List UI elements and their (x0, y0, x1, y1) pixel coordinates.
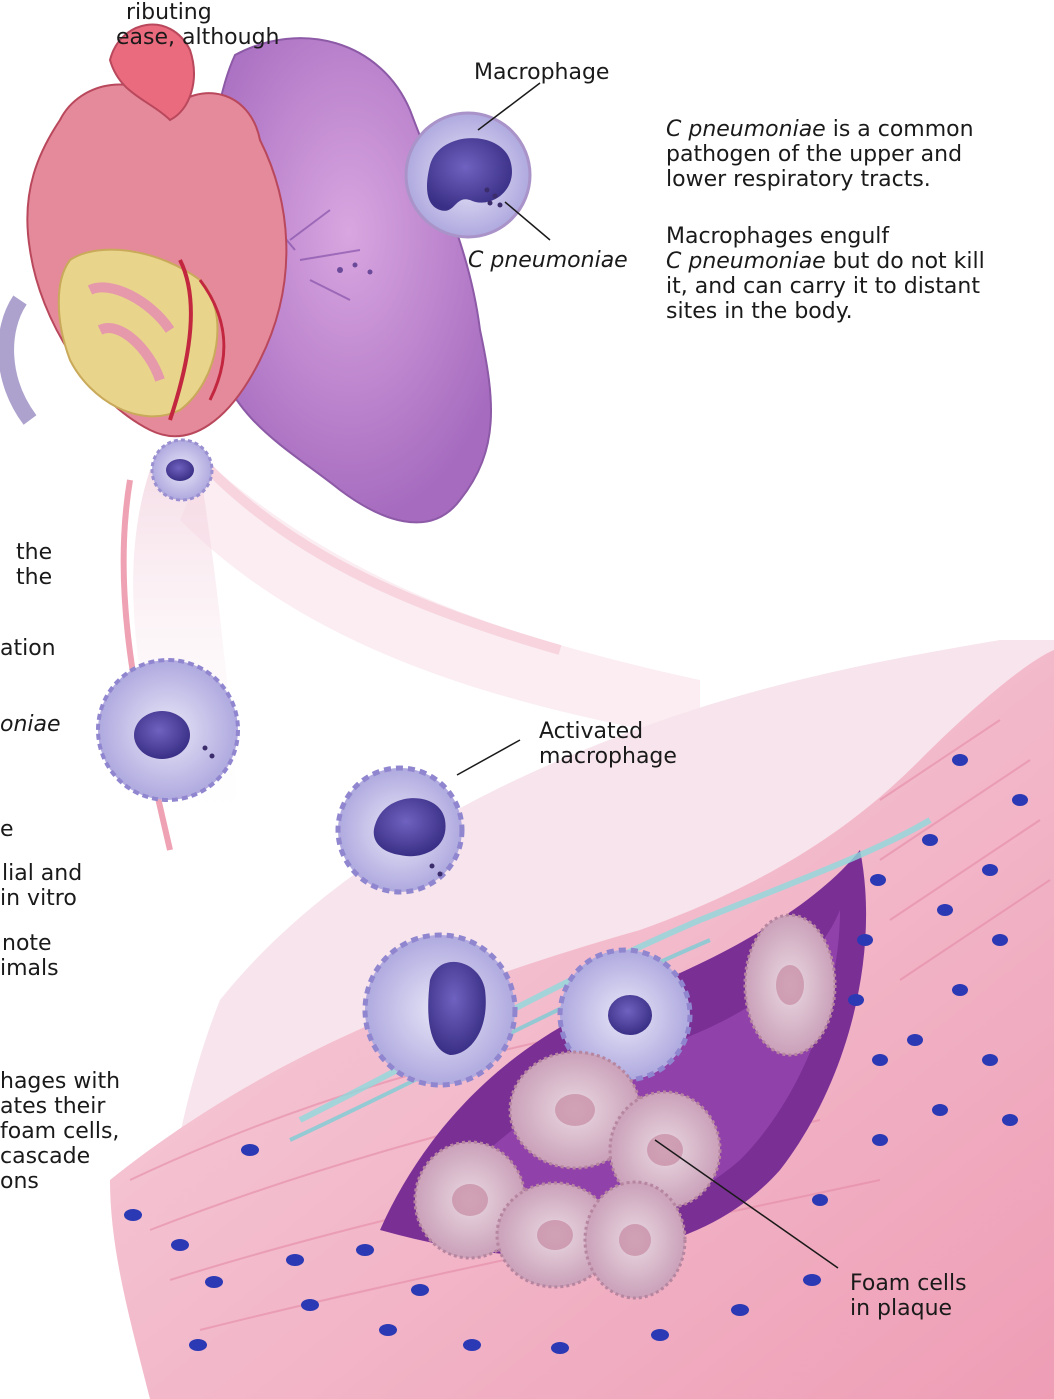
caption-fragment-top: ributing ease, although (128, 0, 279, 50)
c-pneumoniae-label: C pneumoniae (468, 248, 628, 273)
caption-macrophages-engulf: Macrophages engulf C pneumoniae but do n… (666, 224, 985, 324)
caption-pathogen: C pneumoniae is a common pathogen of the… (666, 117, 974, 192)
macrophage-left (98, 660, 238, 800)
activated-macrophage-label: Activated macrophage (539, 719, 677, 769)
macrophage-small (152, 440, 212, 500)
macrophage-lung (406, 113, 530, 237)
macrophage-label: Macrophage (474, 60, 609, 85)
caption-fragment-bottom: hages with ates their foam cells, cascad… (0, 1069, 120, 1194)
foam-cells-label: Foam cells in plaque (850, 1271, 967, 1321)
